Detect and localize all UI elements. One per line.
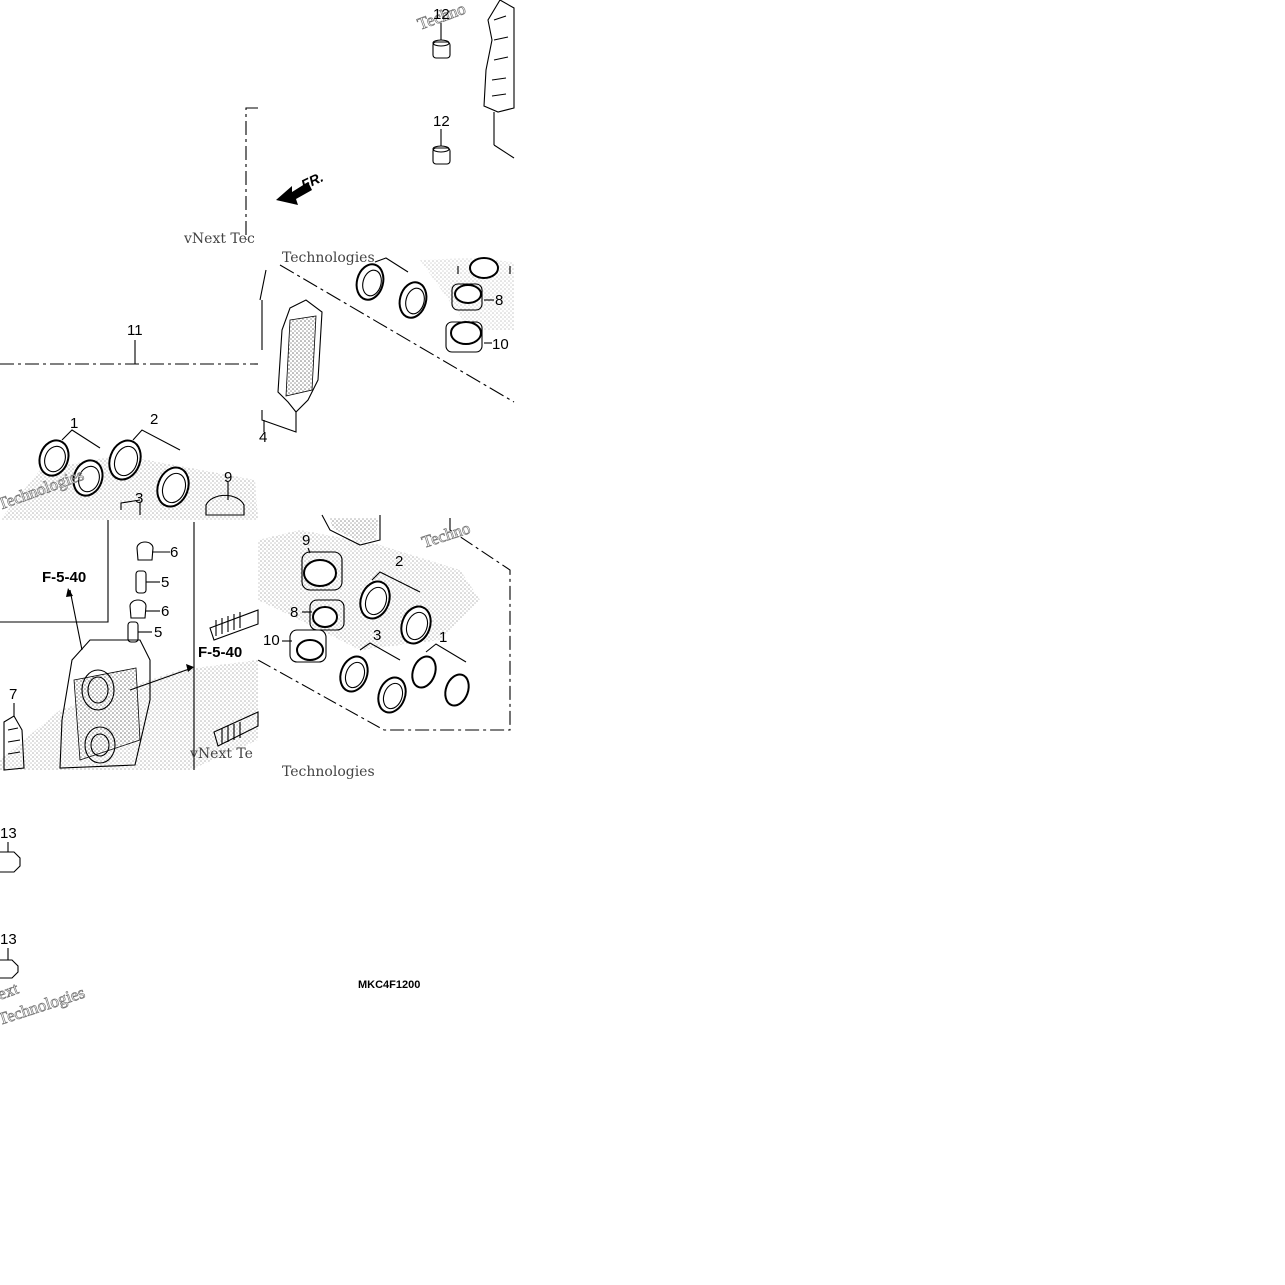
seal-rings-left bbox=[38, 429, 245, 516]
drawing-code: MKC4F1200 bbox=[358, 979, 420, 991]
callout-3: 3 bbox=[135, 490, 143, 507]
callout-1: 1 bbox=[70, 415, 78, 432]
watermark-text: Techno bbox=[419, 518, 472, 551]
mounting-bolt-upper bbox=[0, 842, 21, 873]
reference-f-5-40: F-5-40 bbox=[198, 644, 242, 661]
callout-12: 12 bbox=[433, 113, 450, 130]
watermark-text: Technologies bbox=[282, 250, 375, 266]
brake-pad bbox=[259, 269, 323, 433]
inset-lower-seals bbox=[257, 514, 511, 731]
callout-10: 10 bbox=[492, 336, 509, 353]
callout-3: 3 bbox=[373, 627, 381, 644]
caliper-half-outer-top bbox=[483, 0, 515, 159]
front-label: FR. bbox=[299, 169, 326, 193]
callout-9: 9 bbox=[224, 469, 232, 486]
callouts: FR. 12 12 11 1 2 3 9 8 10 4 F-5-40 F-5-4… bbox=[0, 6, 509, 991]
watermark-text: vNext Te bbox=[189, 746, 253, 762]
assembly-line-11 bbox=[0, 340, 258, 365]
watermark-text: ext bbox=[0, 979, 21, 1004]
callout-6: 6 bbox=[170, 544, 178, 561]
reference-f-5-40: F-5-40 bbox=[42, 569, 86, 586]
inset-upper-seals bbox=[279, 257, 515, 403]
callout-8: 8 bbox=[495, 292, 503, 309]
caliper-pins bbox=[209, 609, 259, 747]
assembly-frame-top bbox=[245, 107, 258, 240]
callout-9: 9 bbox=[302, 532, 310, 549]
callout-4: 4 bbox=[259, 429, 267, 446]
callout-6: 6 bbox=[161, 603, 169, 620]
callout-11: 11 bbox=[127, 322, 143, 339]
callout-5: 5 bbox=[161, 574, 169, 591]
callout-8: 8 bbox=[290, 604, 298, 621]
watermark-text: Technologies bbox=[282, 764, 375, 780]
watermark-text: vNext Tec bbox=[183, 231, 255, 247]
callout-2: 2 bbox=[395, 553, 403, 570]
callout-7: 7 bbox=[9, 686, 17, 703]
caliper-body bbox=[0, 520, 195, 770]
callout-1: 1 bbox=[439, 629, 447, 646]
pin-bushing-upper bbox=[432, 23, 451, 59]
front-direction-arrow bbox=[276, 182, 312, 205]
callout-2: 2 bbox=[150, 411, 158, 428]
brake-pad-left bbox=[3, 703, 25, 771]
callout-12: 12 bbox=[433, 6, 450, 23]
callout-10: 10 bbox=[263, 632, 280, 649]
callout-5: 5 bbox=[154, 624, 162, 641]
callout-13: 13 bbox=[0, 931, 17, 948]
bleeder-parts bbox=[127, 541, 170, 643]
pin-bushing-lower bbox=[432, 129, 451, 165]
mounting-bolt-lower bbox=[0, 948, 19, 979]
callout-13: 13 bbox=[0, 825, 17, 842]
